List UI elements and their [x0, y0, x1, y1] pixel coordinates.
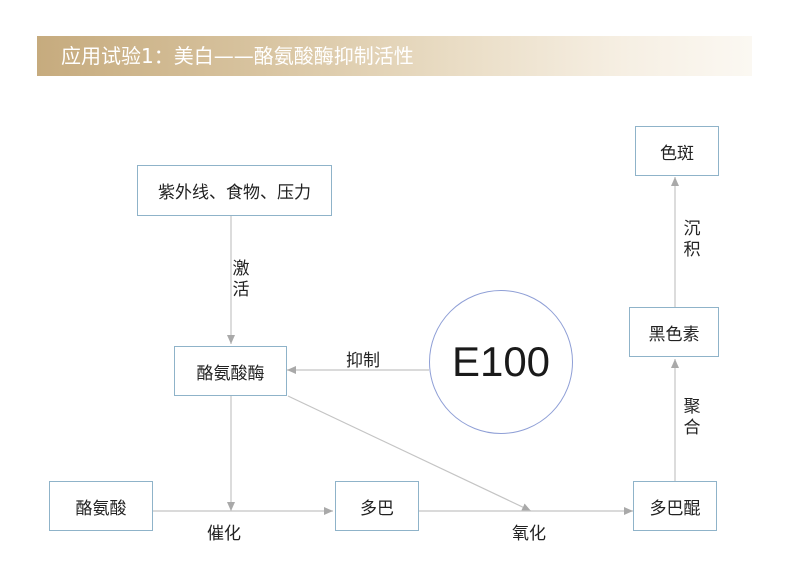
- inhibit-label: 抑制: [346, 351, 380, 371]
- dopaquinone-node: 多巴醌: [633, 481, 717, 531]
- tyrosine-node: 酪氨酸: [49, 481, 153, 531]
- oxidize-label: 氧化: [512, 524, 546, 544]
- dopa-node: 多巴: [335, 481, 419, 531]
- tyrosinase-label: 酪氨酸酶: [196, 363, 265, 384]
- tyrosinase-node: 酪氨酸酶: [174, 346, 287, 396]
- melanin-label: 黑色素: [648, 324, 700, 345]
- deposit-label: 沉积: [683, 219, 701, 260]
- melanin-node: 黑色素: [629, 307, 719, 357]
- polymerize-label: 聚合: [683, 397, 701, 438]
- dopa-label: 多巴: [360, 498, 394, 519]
- header-banner: 应用试验1：美白——酪氨酸酶抑制活性: [37, 36, 752, 76]
- activate-label: 激活: [232, 259, 250, 300]
- spots-label: 色斑: [660, 143, 694, 164]
- triggers-label: 紫外线、食物、压力: [158, 183, 311, 203]
- e100-label: E100: [451, 338, 551, 385]
- dopaquinone-label: 多巴醌: [649, 498, 701, 519]
- triggers-node: 紫外线、食物、压力: [137, 165, 332, 216]
- catalyze-label: 催化: [207, 524, 241, 544]
- tyrosine-label: 酪氨酸: [75, 498, 127, 519]
- spots-node: 色斑: [635, 126, 719, 176]
- tyrosinase-diagonal-arrow: [287, 395, 532, 512]
- e100-circle: E100: [429, 290, 573, 434]
- page-title: 应用试验1：美白——酪氨酸酶抑制活性: [61, 44, 414, 68]
